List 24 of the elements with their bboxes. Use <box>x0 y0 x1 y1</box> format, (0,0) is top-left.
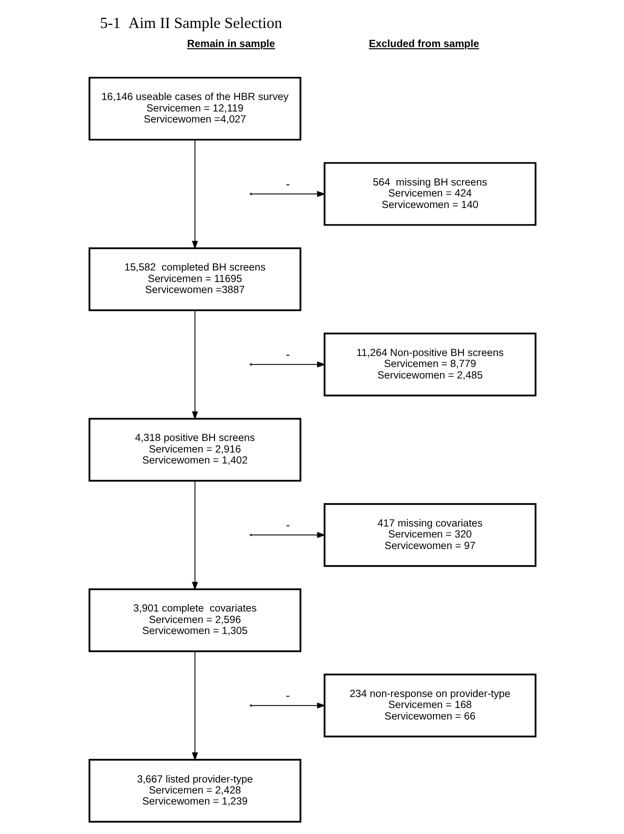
node-box: 16,146 useable cases of the HBR survey Servicemen = 12,119 Servicewomen =4,027 <box>88 76 301 141</box>
arrow <box>191 310 198 420</box>
node-box: 234 non-response on provider-type Servicemen = 168 Servicewomen = 66 <box>323 674 536 738</box>
edge-label: - <box>285 177 290 192</box>
node-box: 15,582 completed BH screens Servicemen = 11695 Servicewomen =3887 <box>88 247 301 312</box>
diagram-title: 5-1 Aim II Sample Selection <box>100 15 282 32</box>
label: Remain in sample <box>186 39 275 50</box>
arrow <box>250 190 326 197</box>
node-box: 3,667 listed provider-type Servicemen = 2,428 Servicewomen = 1,239 <box>88 758 301 823</box>
node-box: 3,901 complete covariates Servicemen = 2,596 Servicewomen = 1,305 <box>88 588 301 652</box>
arrow <box>250 702 326 709</box>
node-box: 4,318 positive BH screens Servicemen = 2,916 Servicewomen = 1,402 <box>88 418 301 482</box>
node-box: 417 missing covariates Servicemen = 320 Servicewomen = 97 <box>323 503 536 567</box>
edge-label: - <box>285 688 290 703</box>
node-box: 564 missing BH screens Servicemen = 424 Servicewomen = 140 <box>323 162 536 226</box>
node-box: 11,264 Non-positive BH screens Servicemen = 8,779 Servicewomen = 2,485 <box>323 332 536 396</box>
arrow <box>191 480 198 590</box>
label: Excluded from sample <box>368 39 479 50</box>
arrow <box>191 650 198 761</box>
edge-label: - <box>285 348 290 362</box>
arrow <box>191 139 198 250</box>
arrow <box>250 532 326 538</box>
arrow <box>250 361 326 368</box>
edge-label: - <box>285 518 290 532</box>
